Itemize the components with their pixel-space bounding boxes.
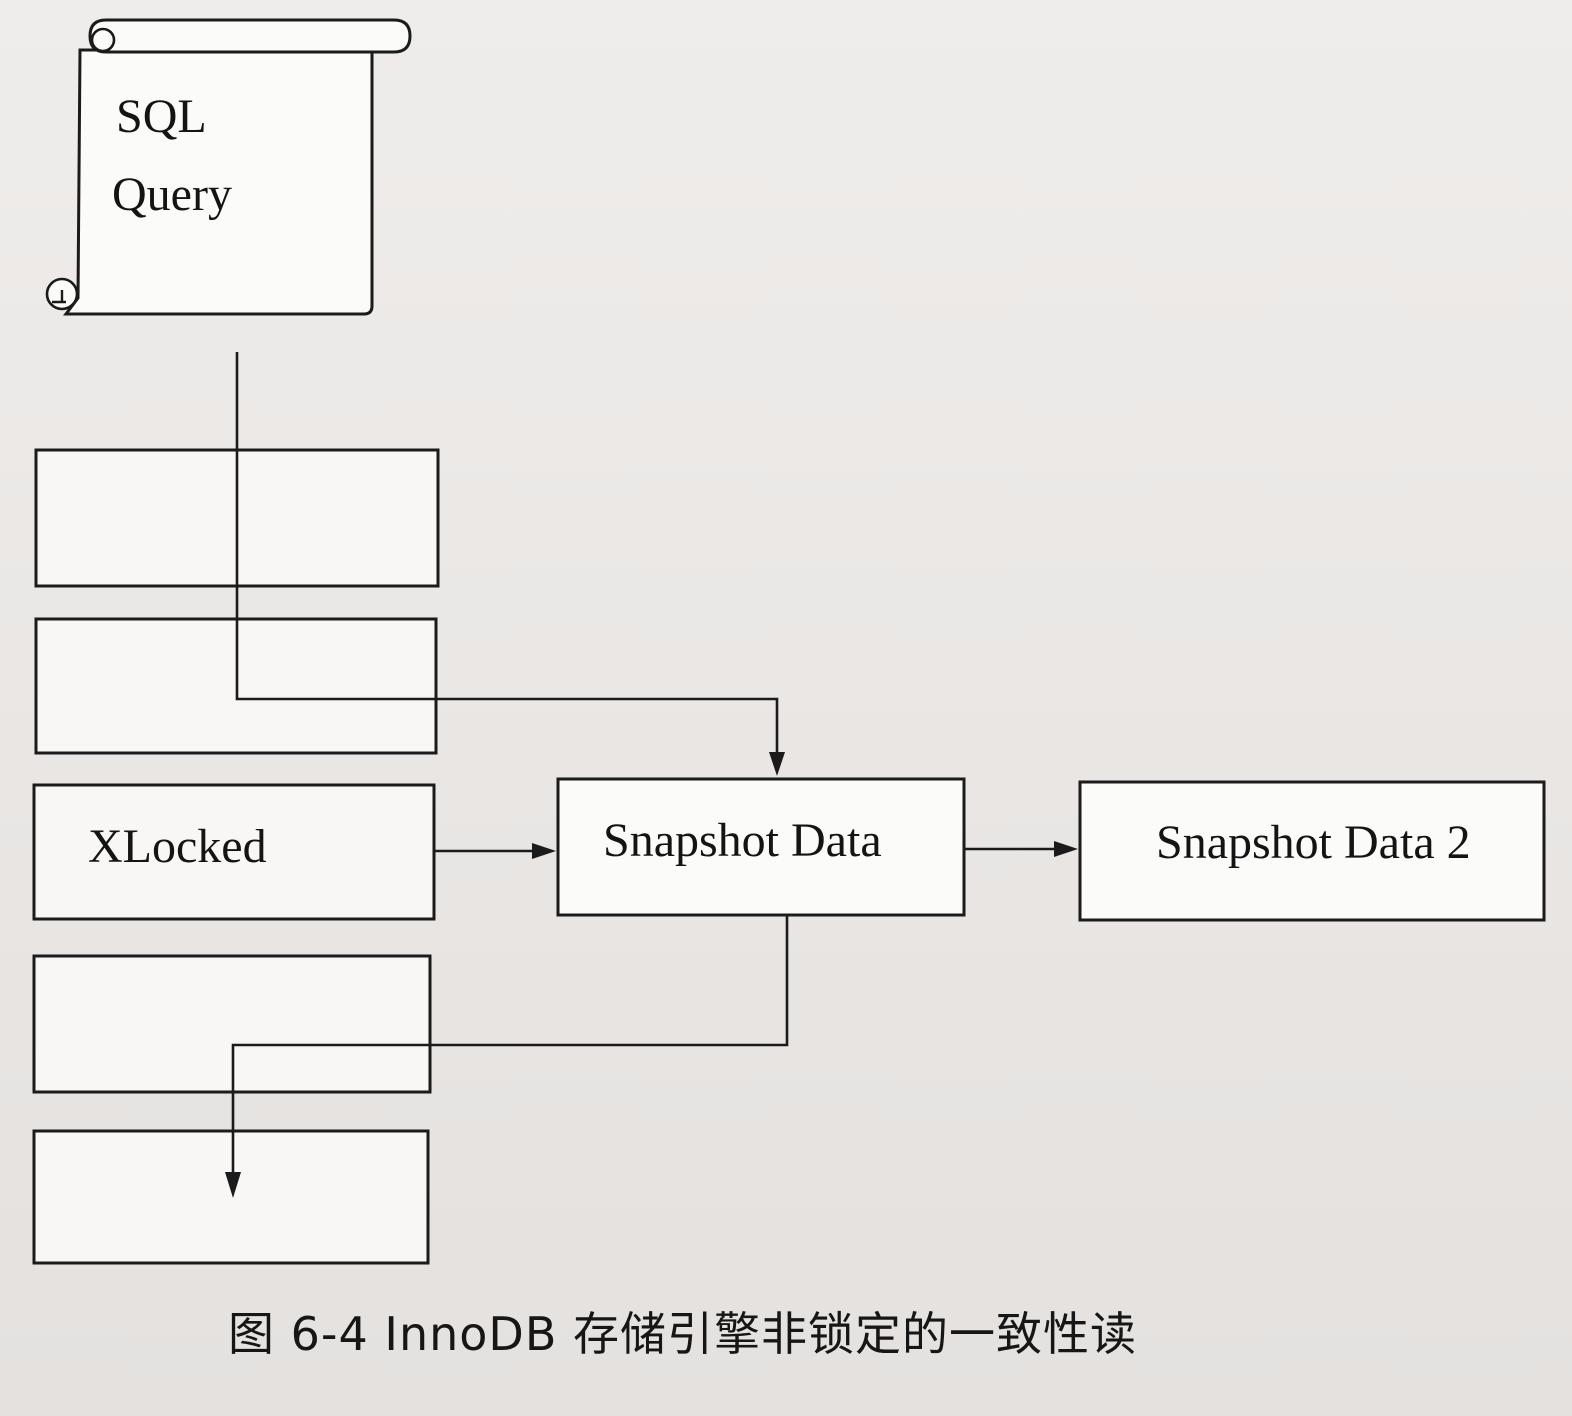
scroll-top-curl: [90, 27, 116, 53]
row-box-5: [32, 1129, 430, 1265]
snapshot-to-row5-arrowhead: [225, 1172, 241, 1198]
scroll-body: [63, 48, 374, 316]
figure-caption: 图 6-4 InnoDB 存储引擎非锁定的一致性读: [228, 1307, 1137, 1361]
xlocked-to-snapshot-arrowhead: [532, 843, 556, 859]
snapshot-data-box: [556, 777, 966, 917]
snapshot-to-row5-connector: [231, 915, 789, 1176]
snapshot-to-snapshot2-arrowhead: [1054, 841, 1078, 857]
scroll-curl-mark: [52, 290, 66, 304]
scroll-label-line2: Query: [112, 168, 232, 221]
xlocked-label: XLocked: [88, 820, 267, 873]
scroll-top-roll: [88, 18, 412, 54]
query-to-snapshot-connector: [235, 352, 779, 758]
query-to-snapshot-arrowhead: [769, 752, 785, 776]
snapshot-data-2-label: Snapshot Data 2: [1156, 816, 1471, 869]
scroll-label-line1: SQL: [116, 90, 207, 143]
snapshot-data-2-box: [1078, 780, 1546, 922]
sql-query-scroll: SQL Query: [45, 18, 412, 316]
row-box-xlocked: [32, 783, 436, 921]
snapshot-data-label: Snapshot Data: [603, 814, 882, 867]
